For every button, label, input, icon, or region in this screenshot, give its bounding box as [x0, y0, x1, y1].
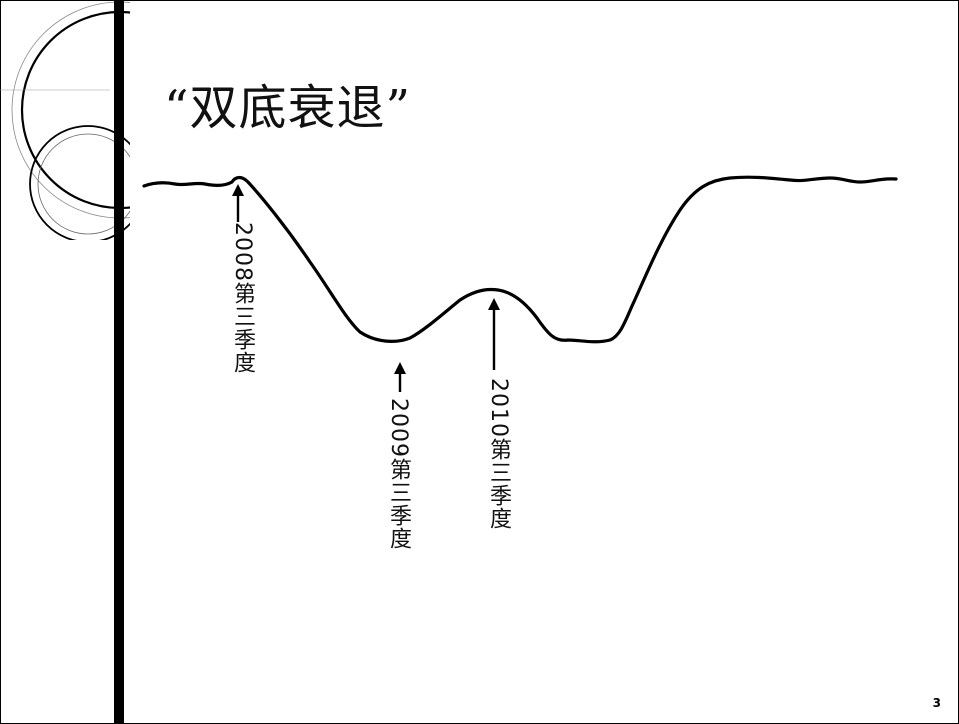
- annotation-2008-q3: 2008第三季度: [230, 222, 255, 374]
- page-number: 3: [932, 696, 941, 710]
- slide-title: “双底衰退”: [164, 80, 412, 136]
- arrow-2010: [488, 298, 500, 370]
- side-bar: [114, 0, 124, 724]
- annotation-2009-q3: 2009第三季度: [386, 398, 411, 550]
- recession-curve: [142, 175, 898, 344]
- arrow-2008: [232, 184, 244, 222]
- arrow-2009: [394, 362, 406, 392]
- annotation-2010-q3: 2010第三季度: [486, 378, 511, 530]
